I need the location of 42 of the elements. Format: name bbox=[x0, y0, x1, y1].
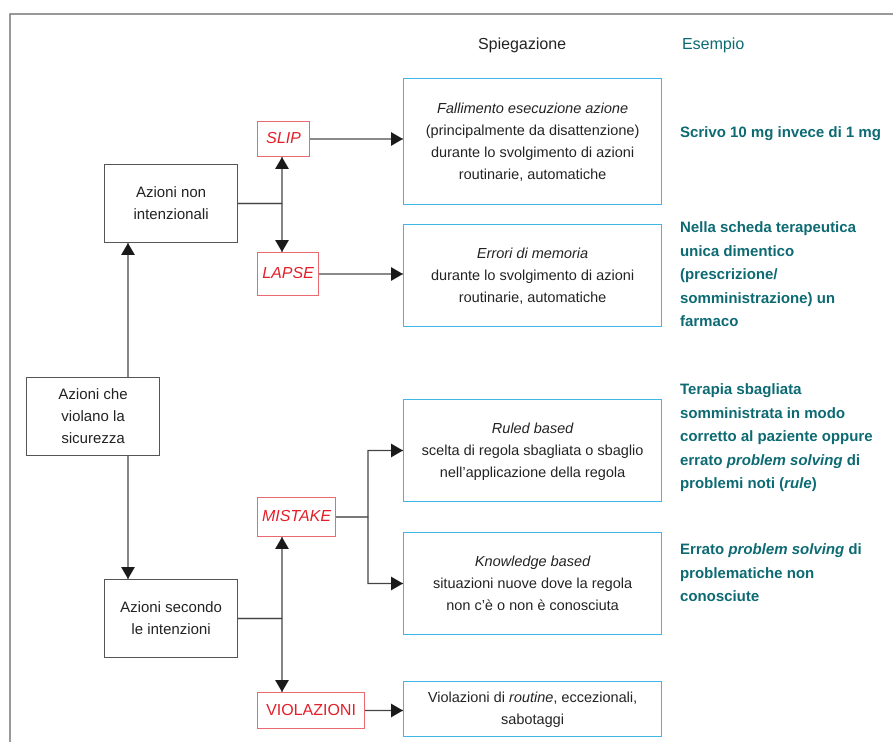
action-box bbox=[26, 377, 160, 456]
explanation-box bbox=[403, 78, 662, 205]
arrow bbox=[319, 267, 403, 281]
arrow bbox=[238, 618, 289, 692]
error-type-label: MISTAKE bbox=[262, 508, 332, 526]
box-text: Azioni che violano la sicurezza bbox=[57, 384, 129, 448]
box-text: durante lo svolgimento di azioni routinarie, automatiche bbox=[430, 266, 636, 308]
box-text: situazioni nuove dove la regola non c’è o non è conosciuta bbox=[432, 574, 634, 616]
example-text: Terapia sbagliata somministrata in modo corretto al paziente oppure errato problem solving di problemi noti (rule) bbox=[680, 380, 874, 494]
box-text: scelta di regola sbagliata o sbaglio nell’applicazione della regola bbox=[420, 442, 644, 482]
action-box bbox=[104, 164, 238, 243]
explanation-heading: Ruled based bbox=[492, 420, 574, 438]
box-text: Violazioni di routine, eccezionali, sabotaggi bbox=[426, 689, 638, 730]
arrow bbox=[121, 456, 135, 579]
box-text: (principalmente da disattenzione) durante lo svolgimento di azioni routinarie, automatiche bbox=[424, 122, 640, 184]
error-type-box bbox=[257, 692, 365, 729]
error-type-box bbox=[257, 497, 336, 537]
error-type-box bbox=[257, 252, 319, 296]
example-text: Errato problem solving di problematiche non conosciute bbox=[680, 540, 863, 607]
column-heading: Esempio bbox=[682, 36, 744, 54]
arrow bbox=[310, 132, 403, 146]
explanation-heading: Errori di memoria bbox=[476, 244, 588, 264]
example-text: Nella scheda terapeutica unica dimentico (prescrizione/ somministrazione) un farmaco bbox=[680, 218, 857, 332]
arrow bbox=[238, 202, 289, 252]
arrow bbox=[336, 516, 403, 590]
arrow bbox=[121, 243, 135, 377]
action-box bbox=[104, 579, 238, 658]
explanation-box bbox=[403, 224, 662, 327]
explanation-box bbox=[403, 532, 662, 635]
explanation-box bbox=[403, 681, 662, 737]
error-type-label: LAPSE bbox=[262, 265, 314, 283]
example-text: Scrivo 10 mg invece di 1 mg bbox=[680, 123, 882, 143]
explanation-heading: Fallimento esecuzione azione bbox=[436, 100, 628, 118]
explanation-box bbox=[403, 399, 662, 502]
column-heading: Spiegazione bbox=[478, 36, 566, 54]
arrow bbox=[365, 704, 403, 718]
box-text: Azioni non intenzionali bbox=[132, 182, 210, 224]
box-text: Azioni secondo le intenzioni bbox=[119, 598, 223, 640]
error-type-box bbox=[257, 121, 310, 157]
error-type-label: VIOLAZIONI bbox=[266, 702, 356, 720]
error-type-label: SLIP bbox=[266, 130, 301, 148]
explanation-heading: Knowledge based bbox=[474, 552, 590, 572]
